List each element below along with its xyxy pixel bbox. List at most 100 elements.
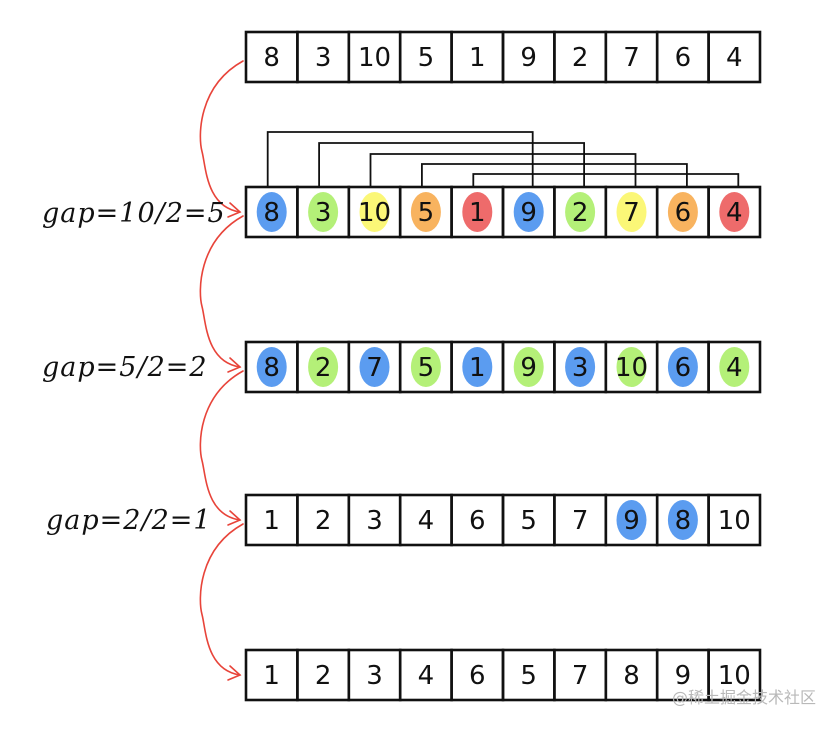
array-cell: 3 (553, 340, 608, 394)
cell-value: 10 (718, 661, 751, 691)
cell-value: 4 (726, 198, 743, 228)
highlight-blob (462, 347, 493, 387)
cell-value: 5 (520, 506, 537, 536)
highlight-blob (513, 192, 544, 232)
array-cell: 2 (296, 340, 351, 394)
array-cell: 3 (296, 185, 351, 239)
cell-value: 6 (469, 506, 486, 536)
array-cell: 10 (347, 30, 402, 84)
cell-value: 8 (263, 198, 280, 228)
gap-bracket (266, 131, 534, 187)
cell-value: 8 (263, 353, 280, 383)
highlight-blob (410, 347, 441, 387)
highlight-blob (308, 192, 339, 232)
cell-value: 10 (358, 43, 391, 73)
cell-value: 2 (315, 506, 332, 536)
array-cell: 8 (244, 30, 299, 84)
highlight-blob (513, 347, 544, 387)
cell-value: 9 (623, 506, 640, 536)
array-cell: 6 (450, 493, 505, 547)
cell-value: 7 (572, 661, 589, 691)
cell-value: 7 (572, 506, 589, 536)
highlight-blob (410, 192, 441, 232)
cell-value: 9 (675, 661, 692, 691)
array-cell: 1 (450, 340, 505, 394)
gap-pair-brackets (266, 131, 740, 187)
highlight-blob (616, 500, 647, 540)
highlight-blob (719, 192, 750, 232)
cell-value: 10 (615, 353, 648, 383)
highlight-blob (667, 500, 698, 540)
cell-value: 8 (263, 43, 280, 73)
array-cell: 3 (347, 648, 402, 702)
highlight-blob (667, 192, 698, 232)
gap-bracket (421, 163, 688, 187)
array-cell: 2 (553, 185, 608, 239)
cell-value: 4 (418, 506, 435, 536)
array-cell: 10 (347, 185, 402, 239)
cell-value: 5 (418, 43, 435, 73)
array-cell: 7 (604, 185, 659, 239)
array-cell: 8 (244, 340, 299, 394)
highlight-blob (616, 347, 647, 387)
cell-value: 10 (358, 198, 391, 228)
cell-value: 7 (623, 43, 640, 73)
cell-value: 3 (366, 661, 383, 691)
array-cell: 4 (707, 185, 762, 239)
step-arrow (199, 215, 244, 368)
cell-value: 2 (572, 43, 589, 73)
watermark: @稀土掘金技术社区 (671, 688, 816, 707)
step-arrow (199, 60, 244, 213)
array-cell: 5 (398, 30, 453, 84)
highlight-blob (359, 192, 390, 232)
cell-value: 9 (520, 353, 537, 383)
cell-value: 3 (366, 506, 383, 536)
array-cell: 9 (501, 185, 556, 239)
cell-value: 3 (315, 43, 332, 73)
cell-value: 6 (675, 353, 692, 383)
array-cell: 7 (553, 493, 608, 547)
cell-value: 5 (520, 661, 537, 691)
cell-value: 5 (418, 198, 435, 228)
highlight-blob (667, 347, 698, 387)
cell-border (707, 493, 762, 547)
array-cell: 3 (347, 493, 402, 547)
array-cell: 4 (398, 493, 453, 547)
cell-value: 4 (726, 43, 743, 73)
highlight-blob (565, 347, 596, 387)
array-cell: 6 (450, 648, 505, 702)
cell-value: 1 (263, 661, 280, 691)
array-cell: 6 (655, 185, 710, 239)
cell-value: 3 (572, 353, 589, 383)
step-arrow (199, 370, 244, 521)
array-cell: 5 (398, 340, 453, 394)
array-cell: 9 (604, 493, 659, 547)
array-cell: 9 (501, 340, 556, 394)
array-cell: 1 (450, 185, 505, 239)
gap-bracket (318, 142, 585, 187)
step-arrow (199, 523, 244, 676)
array-cell: 10 (604, 340, 659, 394)
array-cell: 4 (707, 340, 762, 394)
cell-value: 7 (623, 198, 640, 228)
highlight-blob (462, 192, 493, 232)
cell-value: 1 (263, 506, 280, 536)
cell-value: 4 (726, 353, 743, 383)
cell-value: 2 (315, 661, 332, 691)
gap-bracket (472, 173, 740, 187)
array-cell: 5 (501, 493, 556, 547)
step-arrows (199, 60, 244, 681)
cell-border (707, 30, 762, 84)
array-cell: 8 (604, 648, 659, 702)
highlight-blob (719, 347, 750, 387)
array-cell: 9 (501, 30, 556, 84)
cell-value: 2 (315, 353, 332, 383)
array-cell: 2 (296, 648, 351, 702)
cell-value: 6 (469, 661, 486, 691)
array-cell: 2 (553, 30, 608, 84)
cell-value: 5 (418, 353, 435, 383)
